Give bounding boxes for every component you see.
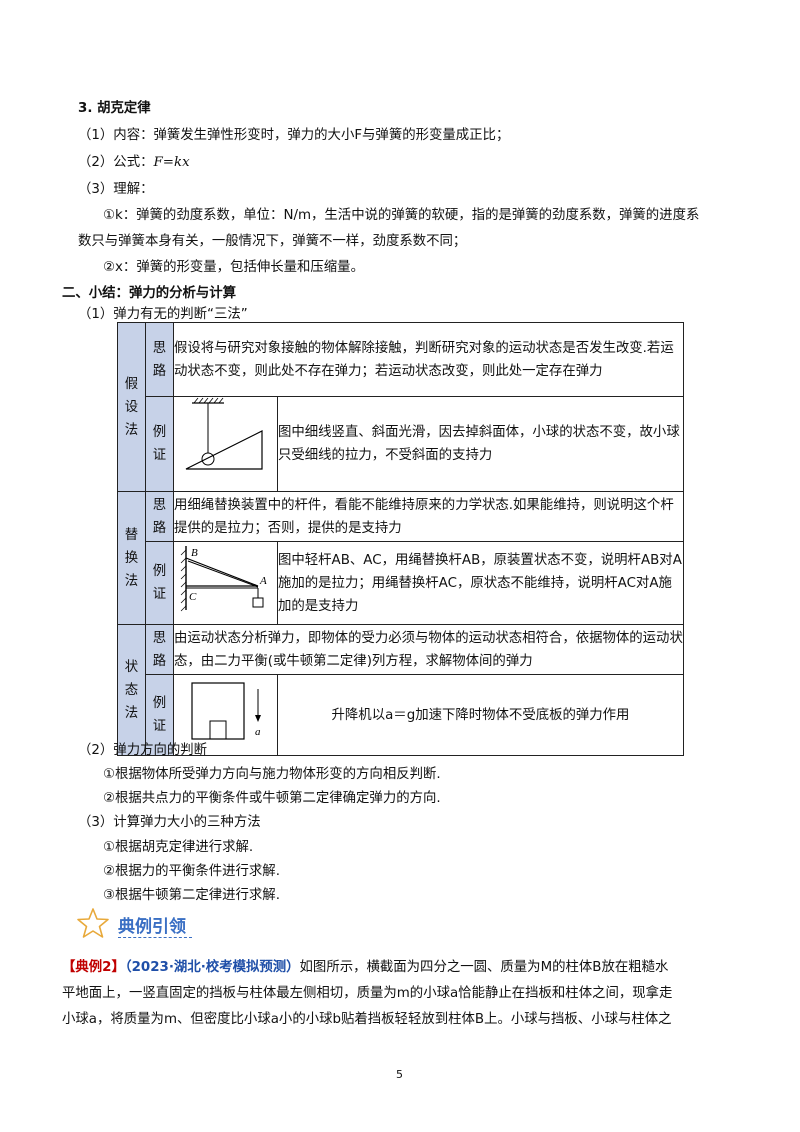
- summary-part1: （1）弹力有无的判断“三法”: [78, 307, 248, 322]
- part3-item3: ③根据牛顿第二定律进行求解.: [103, 888, 280, 903]
- hooke-content: （1）内容：弹簧发生弹性形变时，弹力的大小F与弹簧的形变量成正比；: [78, 128, 510, 143]
- state-idea: 由运动状态分析弹力，即物体的受力必须与物体的运动状态相符合，依据物体的运动状态，…: [173, 624, 684, 675]
- example-label: 例证: [145, 396, 174, 492]
- part3-item2: ②根据力的平衡条件进行求解.: [103, 864, 280, 879]
- example-source: （2023·湖北·校考模拟预测）: [124, 960, 300, 975]
- elevator-figure: a: [173, 674, 278, 756]
- replacement-example: 图中轻杆AB、AC，用绳替换杆AB，原装置状态不变，说明杆AB对A施加的是拉力；…: [277, 541, 684, 625]
- hooke-formula-line: （2）公式：F=kx: [78, 150, 190, 170]
- formula-prefix: （2）公式：: [78, 155, 154, 170]
- section-heading: 3. 胡克定律: [78, 101, 151, 116]
- category-state: 状态法: [117, 624, 146, 756]
- elevator-diagram: a: [191, 682, 261, 740]
- part2-item1: ①根据物体所受弹力方向与施力物体形变的方向相反判断.: [103, 767, 441, 782]
- summary-heading: 二、小结：弹力的分析与计算: [62, 286, 237, 301]
- part3-title: （3）计算弹力大小的三种方法: [78, 815, 261, 830]
- three-methods-table: 假设法 思路 假设将与研究对象接触的物体解除接触，判断研究对象的运动状态是否发生…: [117, 322, 684, 756]
- example-text-1: 如图所示，横截面为四分之一圆、质量为M的柱体B放在粗糙水: [299, 960, 669, 975]
- example-line-1: 【典例2】（2023·湖北·校考模拟预测）如图所示，横截面为四分之一圆、质量为M…: [62, 955, 668, 975]
- page-number: 5: [396, 1068, 403, 1081]
- part2-item2: ②根据共点力的平衡条件或牛顿第二定律确定弹力的方向.: [103, 791, 441, 806]
- idea-label: 思路: [145, 491, 174, 542]
- hypothesis-example: 图中细线竖直、斜面光滑，因去掉斜面体，小球的状态不变，故小球只受细线的拉力，不受…: [277, 396, 684, 492]
- part2-title: （2）弹力方向的判断: [78, 743, 208, 758]
- hanging-ball-figure: [173, 396, 278, 492]
- category-hypothesis: 假设法: [117, 322, 146, 492]
- label-b: B: [191, 547, 198, 559]
- example-label: 例证: [145, 674, 174, 756]
- idea-label: 思路: [145, 624, 174, 675]
- hanging-ball-diagram: [185, 397, 263, 470]
- x-line: ②x：弹簧的形变量，包括伸长量和压缩量。: [103, 260, 364, 275]
- idea-label: 思路: [145, 322, 174, 397]
- hypothesis-idea: 假设将与研究对象接触的物体解除接触，判断研究对象的运动状态是否发生改变.若运动状…: [173, 322, 684, 397]
- label-c: C: [189, 591, 197, 603]
- example-line-3: 小球a，将质量为m、但密度比小球a小的小球b贴着挡板轻轻放到柱体B上。小球与挡板…: [62, 1012, 672, 1027]
- understanding-label: （3）理解：: [78, 182, 154, 197]
- part3-item1: ①根据胡克定律进行求解.: [103, 840, 254, 855]
- formula: F=kx: [153, 155, 190, 170]
- example-tag: 【典例2】: [62, 960, 125, 975]
- label-a: A: [259, 575, 267, 587]
- example-line-2: 平地面上，一竖直固定的挡板与柱体最左侧相切，质量为m的小球a恰能静止在挡板和柱体…: [62, 986, 673, 1001]
- k-line-2: 数只与弹簧本身有关，一般情况下，弹簧不一样，劲度系数不同；: [78, 234, 467, 249]
- category-replacement: 替换法: [117, 491, 146, 625]
- acceleration-label: a: [255, 726, 261, 738]
- rod-bracket-diagram: B C A: [180, 546, 267, 612]
- state-example: 升降机以a＝g加速下降时物体不受底板的弹力作用: [277, 674, 684, 756]
- star-icon: [77, 908, 109, 938]
- k-line-1: ①k：弹簧的劲度系数，单位：N/m，生活中说的弹簧的软硬，指的是弹簧的劲度系数，…: [103, 208, 700, 223]
- rod-figure: B C A: [173, 541, 278, 625]
- example-label: 例证: [145, 541, 174, 625]
- example-section-title: 典例引领: [118, 917, 186, 937]
- title-underline: [118, 937, 192, 938]
- replacement-idea: 用细绳替换装置中的杆件，看能不能维持原来的力学状态.如果能维持，则说明这个杆提供…: [173, 491, 684, 542]
